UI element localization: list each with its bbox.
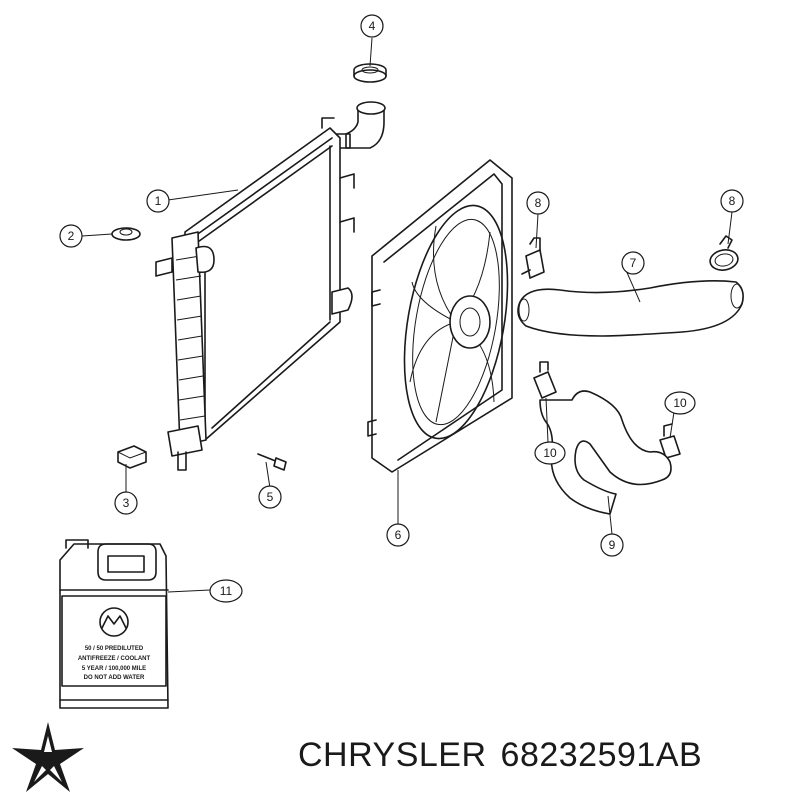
bleeder-cap — [117, 445, 147, 469]
hose-clamp-upper-left — [521, 237, 545, 279]
callout-11: 11 — [209, 579, 243, 603]
svg-text:1: 1 — [155, 194, 162, 208]
part-number: 68232591AB — [500, 736, 703, 774]
part-caption: CHRYSLER 68232591AB — [298, 736, 790, 788]
svg-text:10: 10 — [543, 446, 557, 460]
callout-10-left: 10 — [534, 441, 566, 465]
leader-lines — [81, 37, 733, 593]
svg-text:10: 10 — [673, 396, 687, 410]
svg-text:6: 6 — [395, 528, 402, 542]
svg-text:8: 8 — [535, 196, 542, 210]
hose-clamp-lower-left — [533, 361, 557, 399]
callout-9: 9 — [600, 533, 624, 557]
svg-text:4: 4 — [369, 19, 376, 33]
svg-text:3: 3 — [123, 496, 130, 510]
fan-shroud — [367, 159, 513, 473]
callout-2: 2 — [59, 224, 83, 248]
brand-name: CHRYSLER — [298, 736, 487, 774]
coolant-jug: 50 / 50 PREDILUTED ANTIFREEZE / COOLANT … — [59, 539, 169, 709]
callout-5: 5 — [258, 485, 282, 509]
svg-text:2: 2 — [68, 229, 75, 243]
pentastar-icon — [12, 722, 84, 792]
callout-6: 6 — [386, 523, 410, 547]
drain-plug — [111, 227, 141, 241]
radiator-cap — [353, 63, 387, 83]
callout-4: 4 — [360, 14, 384, 38]
temperature-sensor — [257, 453, 287, 471]
jug-label-line1: 50 / 50 PREDILUTED — [85, 646, 144, 652]
callout-8-left: 8 — [526, 191, 550, 215]
callout-10-right: 10 — [664, 391, 696, 415]
upper-radiator-hose — [517, 280, 744, 337]
svg-text:5: 5 — [267, 490, 274, 504]
svg-text:7: 7 — [630, 256, 637, 270]
jug-label-line4: DO NOT ADD WATER — [84, 675, 145, 681]
svg-text:9: 9 — [609, 538, 616, 552]
radiator — [155, 117, 355, 471]
filler-neck — [329, 101, 386, 149]
jug-label-line2: ANTIFREEZE / COOLANT — [78, 656, 151, 662]
callout-7: 7 — [621, 251, 645, 275]
callout-8-right: 8 — [720, 189, 744, 213]
svg-text:8: 8 — [729, 194, 736, 208]
svg-text:11: 11 — [220, 584, 233, 598]
hose-clamp-upper-right — [709, 235, 739, 271]
hose-clamp-lower-right — [659, 423, 681, 459]
mopar-icon — [99, 607, 129, 637]
callout-1: 1 — [146, 189, 170, 213]
jug-label-line3: 5 YEAR / 100,000 MILE — [82, 666, 146, 672]
callout-3: 3 — [114, 491, 138, 515]
